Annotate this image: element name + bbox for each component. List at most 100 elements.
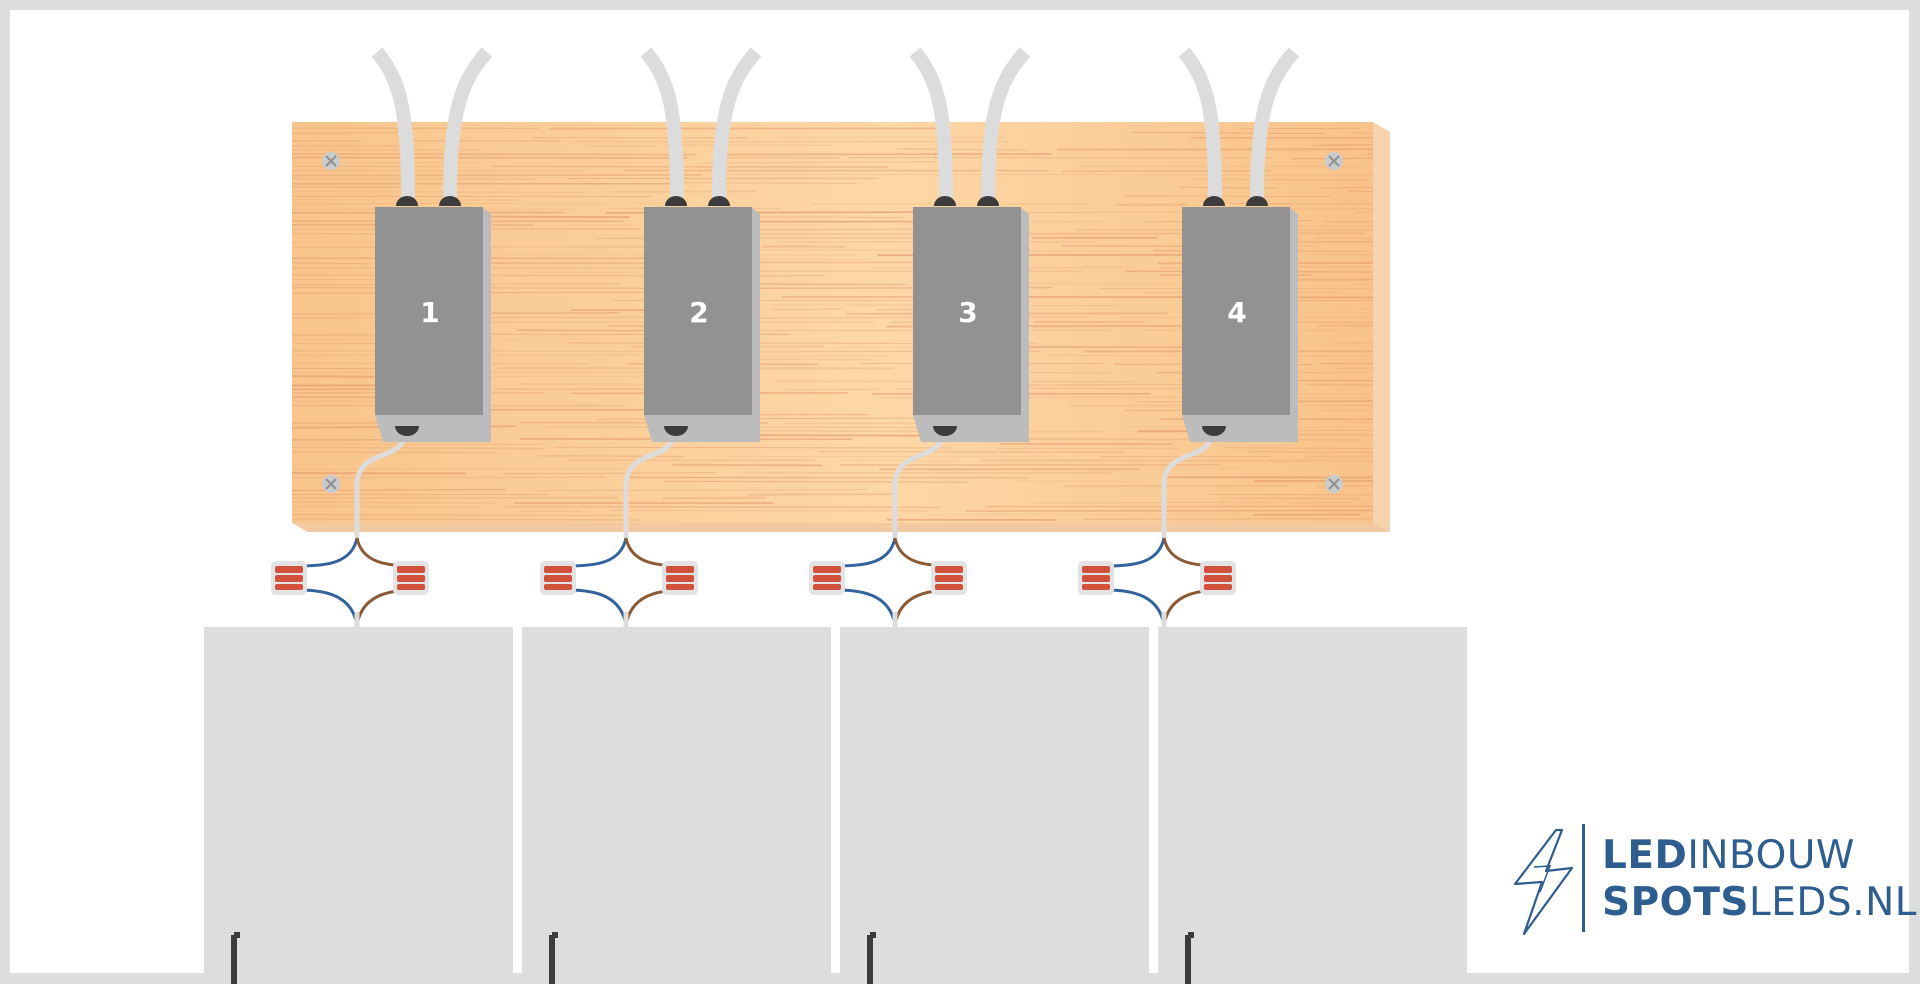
cable-gland (933, 426, 957, 436)
driver-side (752, 208, 760, 442)
wire-connector (931, 561, 967, 595)
cable-gland (439, 196, 461, 206)
power-cable (443, 47, 493, 199)
grain-line (1224, 447, 1374, 449)
power-cable (371, 47, 415, 199)
brand-logo: LEDINBOUW SPOTSLEDS.NL (1510, 822, 1917, 937)
logo-word: INBOUW (1687, 833, 1855, 878)
grain-line (1033, 501, 1275, 504)
grain-line (1157, 467, 1250, 470)
cable-gland (1202, 426, 1226, 436)
grain-line (750, 358, 872, 361)
grain-line (291, 169, 588, 172)
cabinet-door (1158, 627, 1467, 984)
grain-line (538, 455, 685, 458)
cabinet-handle (549, 932, 558, 984)
grain-line (502, 472, 716, 475)
grain-line (818, 450, 1124, 453)
grain-line (1081, 517, 1374, 521)
logo-word: LED (1602, 833, 1688, 878)
screw-icon (1325, 475, 1343, 493)
cable-gland (1246, 196, 1268, 206)
grain-line (291, 262, 370, 265)
grain-line (291, 513, 623, 517)
kitchen-cabinet-2 (522, 627, 831, 984)
driver-unit-2: 2 (540, 47, 762, 628)
wire-connector (809, 561, 845, 595)
grain-line (965, 509, 1374, 512)
grain-line (291, 152, 697, 156)
cable-gland (665, 196, 687, 206)
cable-gland (977, 196, 999, 206)
grain-line (291, 505, 483, 508)
grain-line (1366, 152, 1374, 156)
grain-line (840, 459, 955, 462)
power-cable (1250, 47, 1300, 199)
screw-icon (322, 475, 340, 493)
logo-word: SPOTS (1602, 880, 1750, 925)
grain-line (534, 489, 867, 491)
cable-gland (934, 196, 956, 206)
grain-line (1351, 132, 1374, 135)
driver-bottom (644, 415, 760, 442)
wire-connector (393, 561, 429, 595)
cabinet-door (840, 627, 1149, 984)
grain-line (703, 161, 937, 164)
cable-gland (664, 426, 688, 436)
logo-line-2: SPOTSLEDS.NL (1602, 883, 1917, 922)
grain-line (291, 131, 398, 135)
grain-line (1305, 383, 1374, 386)
logo-line-1: LEDINBOUW (1602, 836, 1855, 875)
grain-line (291, 338, 703, 340)
grain-line (1315, 236, 1374, 240)
driver-number-label: 1 (420, 296, 439, 329)
grain-line (291, 173, 703, 177)
driver-unit-4: 4 (1078, 47, 1300, 628)
grain-line (662, 497, 766, 500)
grain-line (553, 446, 950, 449)
cable-gland (395, 426, 419, 436)
kitchen-cabinet-3 (840, 627, 1149, 984)
grain-line (1358, 308, 1374, 310)
grain-line (896, 148, 1028, 151)
driver-bottom (913, 415, 1029, 442)
grain-line (1347, 190, 1374, 193)
grain-line (505, 505, 941, 509)
driver-unit-1: 1 (271, 47, 493, 628)
grain-line (291, 446, 546, 450)
grain-line (680, 182, 859, 185)
grain-line (738, 258, 870, 260)
board-screws (322, 152, 1343, 493)
wire-connector (540, 561, 576, 595)
grain-line (772, 308, 843, 311)
driver-number-label: 4 (1227, 296, 1246, 329)
grain-line (291, 518, 642, 521)
grain-line (835, 346, 918, 349)
cabinet-door (522, 627, 831, 984)
wire-connector (1200, 561, 1236, 595)
grain-line (291, 371, 709, 374)
driver-bottom (375, 415, 491, 442)
driver-bottom (1182, 415, 1298, 442)
grain-line (291, 165, 459, 168)
grain-line (291, 228, 384, 230)
cabinet-door (204, 627, 513, 984)
lightning-bolt-icon (1513, 828, 1574, 936)
driver-unit-3: 3 (809, 47, 1031, 628)
grain-line (1221, 497, 1360, 500)
screw-icon (322, 152, 340, 170)
screw-icon (1325, 152, 1343, 170)
power-cable (981, 47, 1031, 199)
led-driver-box (913, 207, 1021, 415)
power-cable (712, 47, 762, 199)
led-driver-box (375, 207, 483, 415)
grain-line (974, 296, 1374, 299)
grain-line (491, 165, 889, 169)
driver-side (1021, 208, 1029, 442)
grain-line (1130, 131, 1325, 135)
grain-line (291, 501, 495, 504)
wire-connector (662, 561, 698, 595)
driver-number-label: 2 (689, 296, 708, 329)
cabinet-handle (1185, 932, 1194, 984)
